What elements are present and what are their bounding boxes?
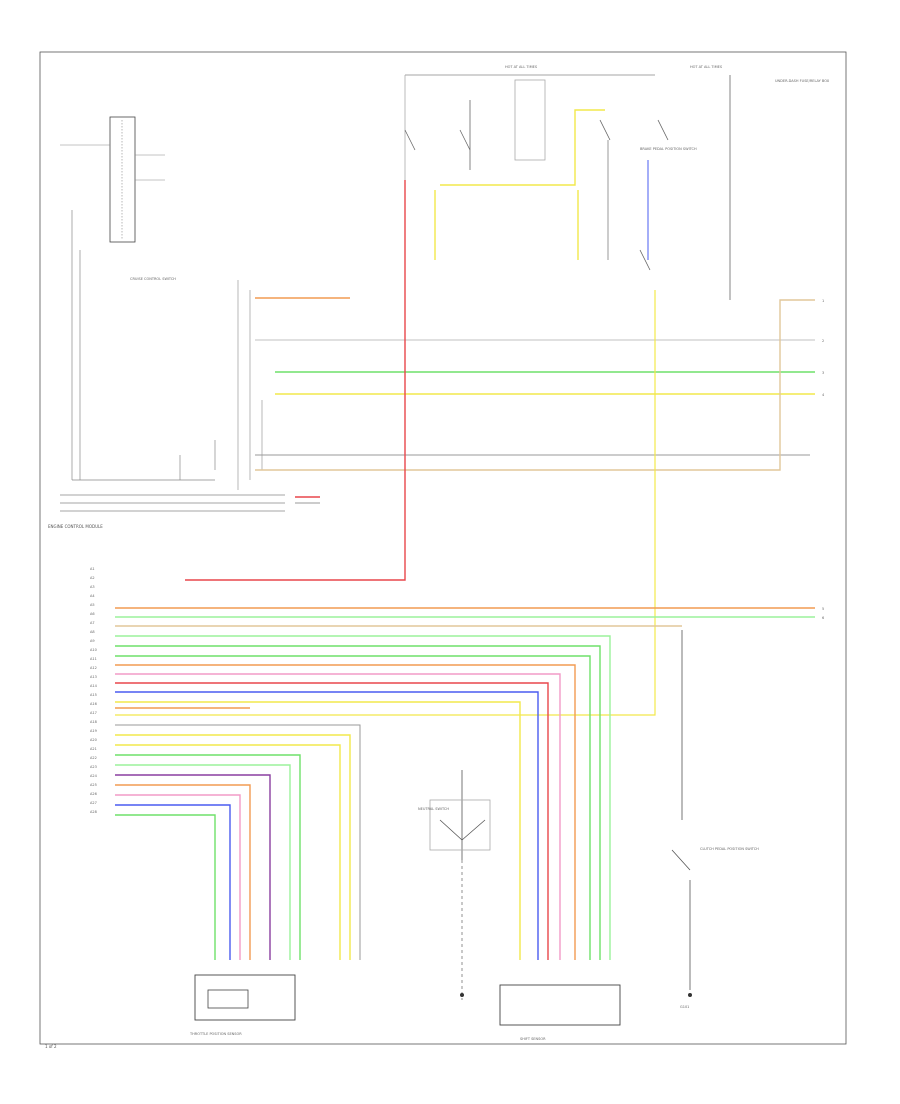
wire (115, 682, 549, 960)
neutral-switch-label: NEUTRAL SWITCH (418, 807, 449, 811)
ecm-pin-label: A23 (90, 765, 97, 769)
ecm-pin-label: A12 (90, 666, 97, 670)
shift-sensor (499, 984, 621, 1026)
wire (115, 744, 341, 960)
ecm-pin-label: A4 (90, 594, 95, 598)
page-number: 1 of 2 (45, 1044, 57, 1049)
ecm-pin-label: A21 (90, 747, 97, 751)
wire (115, 724, 361, 960)
wire (255, 299, 815, 471)
ecm-pin-label: A19 (90, 729, 97, 733)
ecm-pin-label: A6 (90, 612, 95, 616)
ecm-pin-label: A26 (90, 792, 97, 796)
clutch-switch (671, 630, 691, 990)
ecm-pin-label: A11 (90, 657, 97, 661)
shift-sensor-label: SHIFT SENSOR (520, 1037, 546, 1041)
ecm-pin-label: A3 (90, 585, 95, 589)
right-ref-label: 6 (822, 616, 824, 620)
ecm-pin-label: A9 (90, 639, 95, 643)
wire (115, 794, 241, 960)
throttle-position-sensor (194, 974, 296, 1021)
right-ref-label: 5 (822, 607, 824, 611)
wire (115, 673, 561, 960)
neutral-switch (429, 770, 491, 1000)
cruise-switch-label: CRUISE CONTROL SWITCH (130, 277, 176, 281)
ecm-pin-label: A8 (90, 630, 95, 634)
ecm-pin-label: A7 (90, 621, 95, 625)
wire (115, 655, 591, 960)
ecm-label: ENGINE CONTROL MODULE (48, 524, 103, 529)
ecm-pin-group: A1A2A3A4A5A6A7A8A9A10A11A12A13A14A15A16A… (90, 567, 98, 814)
wire (115, 734, 351, 960)
left-bus (60, 210, 285, 512)
ecm-dividers (237, 280, 263, 490)
ecm-pin-label: A28 (90, 810, 97, 814)
right-ref-label: 2 (822, 339, 824, 343)
wire (115, 290, 656, 716)
ecm-pin-label: A10 (90, 648, 97, 652)
ecm-pin-label: A25 (90, 783, 97, 787)
wire (440, 109, 605, 186)
brake-switch-label: BRAKE PEDAL POSITION SWITCH (640, 147, 697, 151)
hot-label-1: HOT AT ALL TIMES (505, 65, 538, 69)
ecm-pin-label: A17 (90, 711, 97, 715)
ecm-pin-label: A13 (90, 675, 97, 679)
right-ref-label: 1 (822, 299, 824, 303)
wire (115, 664, 576, 960)
wire (115, 691, 539, 960)
ground-symbols (460, 993, 692, 997)
wire (115, 814, 216, 960)
ecm-pin-label: A22 (90, 756, 97, 760)
hot-label-2: HOT AT ALL TIMES (690, 65, 723, 69)
wire-group (115, 109, 815, 960)
right-ref-group: 1 2 3 4 5 6 (822, 299, 825, 620)
ground-label: G101 (680, 1005, 689, 1009)
ecm-pin-label: A2 (90, 576, 95, 580)
ecm-pin-label: A16 (90, 702, 97, 706)
ecm-pin-label: A24 (90, 774, 98, 778)
wire (115, 774, 271, 960)
wire (115, 764, 291, 960)
cruise-control-switch (60, 116, 165, 243)
ecm-pin-label: A14 (90, 684, 98, 688)
tp-sensor-label: THROTTLE POSITION SENSOR (189, 1032, 242, 1036)
wire (185, 180, 406, 581)
diagram-frame (39, 51, 847, 1045)
wire (115, 784, 251, 960)
right-ref-label: 3 (822, 371, 824, 375)
right-ref-label: 4 (822, 393, 825, 397)
ecm-pin-label: A1 (90, 567, 95, 571)
ecm-pin-label: A20 (90, 738, 97, 742)
fuse-box-label: UNDER-DASH FUSE/RELAY BOX (775, 79, 830, 83)
ecm-pin-label: A5 (90, 603, 95, 607)
wire (115, 804, 231, 960)
wire (115, 645, 601, 960)
wire (115, 754, 301, 960)
wire (115, 635, 611, 960)
ecm-pin-label: A27 (90, 801, 97, 805)
clutch-switch-label: CLUTCH PEDAL POSITION SWITCH (700, 847, 759, 851)
ecm-pin-label: A15 (90, 693, 97, 697)
wire (115, 701, 521, 960)
ecm-pin-label: A18 (90, 720, 97, 724)
